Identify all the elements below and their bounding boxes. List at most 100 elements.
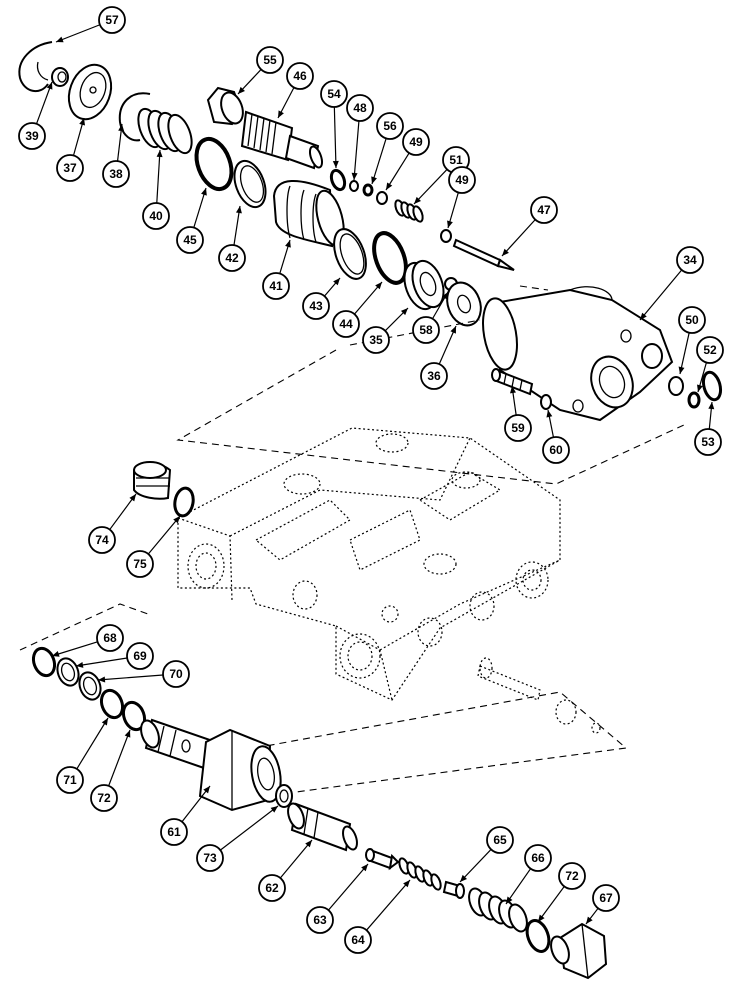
leader-line-65	[459, 849, 492, 883]
leader-line-44	[354, 281, 383, 315]
o-ring-72-a	[121, 700, 147, 732]
callout-65: 65	[486, 826, 514, 854]
callout-circle	[302, 292, 330, 320]
callout-circle	[262, 272, 290, 300]
spring-66	[468, 887, 528, 933]
callout-34: 34	[676, 246, 704, 274]
callout-number: 42	[225, 251, 239, 265]
leader-arrow-37	[79, 118, 86, 126]
leader-arrow-42	[235, 206, 242, 214]
callout-circle	[126, 642, 154, 670]
backup-ring-43	[333, 228, 367, 280]
callout-number: 69	[133, 649, 147, 663]
housing-34	[482, 286, 674, 422]
callout-57: 57	[98, 6, 126, 34]
leader-line-74	[109, 493, 137, 530]
callout-38: 38	[102, 160, 130, 188]
callout-47: 47	[530, 196, 558, 224]
spool-62	[287, 802, 358, 852]
leader-line-51	[413, 168, 448, 205]
leader-line-71	[76, 717, 109, 770]
callout-circle	[142, 202, 170, 230]
callout-66: 66	[524, 844, 552, 872]
leader-arrow-51	[414, 196, 422, 204]
callout-number: 57	[105, 13, 119, 27]
callout-number: 41	[269, 279, 283, 293]
leader-line-62	[279, 839, 313, 879]
callout-number: 35	[369, 333, 383, 347]
leader-line-57	[55, 24, 101, 43]
callout-number: 52	[703, 343, 717, 357]
callout-circle	[346, 94, 374, 122]
callout-40: 40	[142, 202, 170, 230]
leader-line-69	[75, 657, 128, 667]
callout-number: 46	[293, 69, 307, 83]
callout-73: 73	[196, 844, 224, 872]
callout-circle	[18, 122, 46, 150]
leader-arrow-66	[506, 896, 513, 904]
plug-74	[133, 461, 172, 500]
callout-55: 55	[256, 46, 284, 74]
callout-60: 60	[542, 436, 570, 464]
callout-69: 69	[126, 642, 154, 670]
leader-arrow-49	[386, 182, 393, 190]
leader-arrow-58	[441, 292, 448, 300]
callout-number: 59	[511, 421, 525, 435]
leader-arrow-59	[510, 386, 516, 394]
leader-arrow-50	[678, 366, 685, 374]
spring-51	[394, 199, 424, 223]
leader-line-63	[328, 863, 369, 911]
leader-arrow-60	[546, 410, 553, 418]
callout-circle	[696, 336, 724, 364]
callout-circle	[486, 826, 514, 854]
spring-40	[137, 107, 193, 155]
leader-line-50	[679, 332, 690, 375]
callout-50: 50	[678, 306, 706, 334]
leader-line-75	[147, 515, 181, 555]
callout-circle	[320, 80, 348, 108]
leader-arrow-48	[351, 172, 358, 180]
leader-arrow-44	[375, 282, 382, 290]
o-ring-45	[194, 136, 234, 192]
callout-circle	[258, 874, 286, 902]
leader-line-73	[219, 805, 279, 851]
callout-72: 72	[558, 862, 586, 890]
leader-arrow-54	[332, 160, 339, 168]
callout-number: 49	[455, 173, 469, 187]
callout-56: 56	[376, 112, 404, 140]
callout-circle	[376, 112, 404, 140]
leader-arrow-43	[333, 278, 340, 286]
leader-arrow-55	[238, 86, 245, 94]
leader-arrow-61	[203, 786, 210, 794]
leader-arrow-70	[98, 676, 106, 683]
callout-number: 43	[309, 299, 323, 313]
washer-36	[446, 281, 482, 327]
callout-circle	[504, 414, 532, 442]
pin-47	[452, 238, 515, 271]
leader-arrow-72	[124, 730, 131, 738]
callout-43: 43	[302, 292, 330, 320]
backup-ring-70	[78, 671, 102, 701]
callout-circle	[218, 244, 246, 272]
leader-line-64	[366, 879, 411, 931]
callout-42: 42	[218, 244, 246, 272]
callout-circle	[402, 128, 430, 156]
callout-48: 48	[346, 94, 374, 122]
callout-circle	[196, 844, 224, 872]
leader-arrow-36	[450, 326, 456, 334]
leader-arrow-63	[361, 864, 368, 872]
callout-46: 46	[286, 62, 314, 90]
callout-number: 68	[103, 631, 117, 645]
callout-number: 70	[169, 667, 183, 681]
o-ring-75	[173, 486, 195, 518]
guide-line-upper	[519, 285, 549, 291]
leader-arrow-46	[278, 110, 284, 118]
callout-circle	[420, 362, 448, 390]
callout-circle	[412, 316, 440, 344]
leader-arrow-67	[586, 916, 593, 924]
callout-61: 61	[160, 818, 188, 846]
washer-60	[540, 394, 552, 410]
callout-74: 74	[88, 526, 116, 554]
callout-53: 53	[694, 428, 722, 456]
